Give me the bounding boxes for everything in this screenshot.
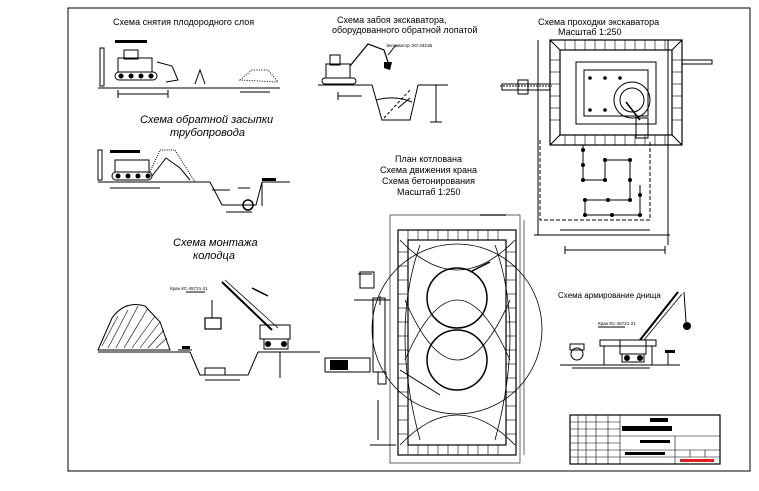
well-mounting-scheme: Схема монтажа колодца Кран КС-45721-21	[97, 237, 320, 381]
pit-outline	[549, 39, 683, 146]
rebar-scheme: Схема армирование днища Кран КС-45721-21	[558, 291, 691, 369]
passage-scale: Масштаб 1:250	[558, 27, 622, 37]
well-lower	[426, 329, 488, 391]
sheet-frame	[67, 7, 751, 472]
pit-title-2: Схема движения крана	[380, 165, 477, 175]
crane-label-2: Кран КС-45721-21	[598, 321, 636, 326]
pit-title-3: Схема бетонирования	[382, 176, 475, 186]
pit-plan: План котлована Схема движения крана Схем…	[324, 154, 543, 464]
well-title-1: Схема монтажа	[173, 237, 258, 249]
rebar-title: Схема армирование днища	[558, 291, 661, 300]
well-upper	[426, 267, 488, 329]
face-title-2: оборудованного обратной лопатой	[332, 25, 477, 35]
rebar-crane-boom	[639, 291, 679, 341]
backfill-scheme: Схема обратной засыпки трубопровода	[97, 114, 290, 213]
soil-pile	[97, 304, 171, 351]
topsoil-title: Схема снятия плодородного слоя	[113, 17, 254, 27]
excavator-label: Экскаватор ЭО-4321Б	[386, 43, 432, 48]
crane-label-1: Кран КС-45721-21	[170, 286, 208, 291]
well-ring	[204, 317, 222, 330]
excavator-face-scheme: Схема забоя экскаватора, оборудованного …	[318, 15, 477, 123]
pipe-section	[242, 199, 254, 211]
topsoil-scheme: Схема снятия плодородного слоя	[98, 17, 280, 98]
backfill-title-1: Схема обратной засыпки	[140, 114, 273, 126]
well-title-2: колодца	[193, 250, 235, 262]
excavator-turn-circle	[613, 81, 651, 119]
pit-outer-wall	[397, 229, 517, 456]
excavator-passage-scheme: Схема проходки экскаватора Масштаб 1:250	[500, 17, 713, 254]
title-block	[569, 414, 721, 465]
pit-title-1: План котлована	[395, 154, 462, 164]
title-block-stamp	[680, 459, 714, 462]
bulldozer-body	[117, 57, 153, 73]
face-title-1: Схема забоя экскаватора,	[337, 15, 447, 25]
passage-title: Схема проходки экскаватора	[538, 17, 659, 27]
pit-scale: Масштаб 1:250	[397, 187, 461, 197]
excavator-body	[325, 63, 351, 79]
crane-boom	[221, 281, 273, 331]
backfill-bulldozer	[114, 159, 150, 173]
backfill-title-2: трубопровода	[170, 127, 245, 139]
rebar-hook	[683, 322, 691, 330]
